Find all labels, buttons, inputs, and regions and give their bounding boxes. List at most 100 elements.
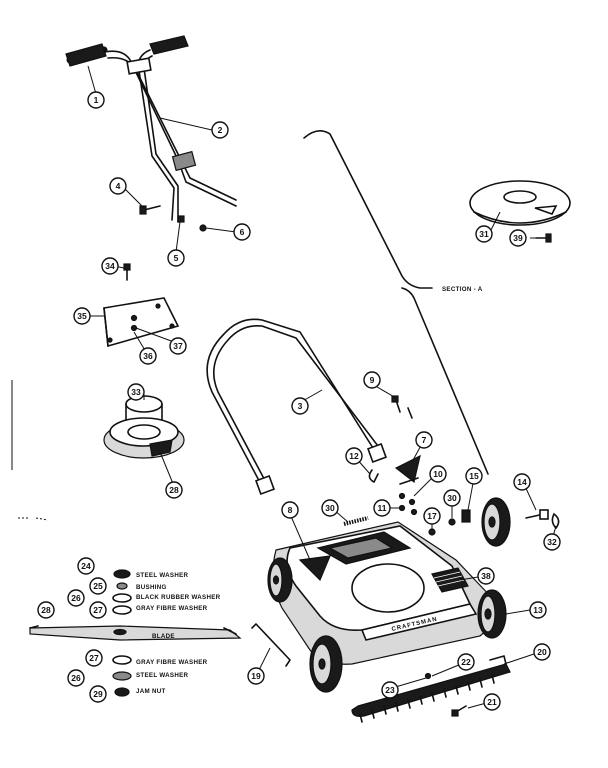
callout-30: 30 (321, 499, 339, 517)
callout-22: 22 (457, 653, 475, 671)
svg-text:34: 34 (105, 261, 115, 271)
callout-12: 12 (345, 447, 363, 465)
svg-text:13: 13 (533, 605, 543, 615)
callout-9: 9 (363, 371, 381, 389)
screw-21 (451, 705, 467, 717)
svg-text:1: 1 (94, 95, 99, 105)
axle-bolt-14 (525, 509, 549, 520)
label-gray-fibre-washer: GRAY FIBRE WASHER (136, 605, 208, 612)
svg-text:25: 25 (93, 581, 103, 591)
label-bushing: BUSHING (136, 584, 167, 591)
right-grip-rubber (149, 35, 189, 55)
callout-11: 11 (373, 499, 391, 517)
callout-26: 26 (67, 589, 85, 607)
callout-30b: 30 (443, 489, 461, 507)
deflector-disc (469, 180, 571, 226)
svg-text:30: 30 (447, 493, 457, 503)
scan-noise (18, 517, 49, 521)
handle-clamp-mid (171, 150, 197, 172)
svg-text:33: 33 (131, 387, 141, 397)
svg-text:27: 27 (89, 653, 99, 663)
svg-text:8: 8 (288, 505, 293, 515)
svg-text:19: 19 (251, 671, 261, 681)
callout-27b: 27 (85, 649, 103, 667)
svg-text:26: 26 (71, 593, 81, 603)
callout-26b: 26 (67, 669, 85, 687)
svg-text:39: 39 (513, 233, 523, 243)
callout-4: 4 (109, 177, 127, 195)
svg-text:23: 23 (385, 685, 395, 695)
svg-text:21: 21 (487, 697, 497, 707)
svg-text:7: 7 (422, 435, 427, 445)
switch-bracket (394, 454, 421, 485)
callout-19: 19 (247, 667, 265, 685)
callout-3: 3 (291, 397, 309, 415)
svg-text:9: 9 (370, 375, 375, 385)
svg-text:4: 4 (116, 181, 121, 191)
section-a-line-top (303, 130, 433, 289)
svg-text:17: 17 (427, 511, 437, 521)
callout-13: 13 (529, 601, 547, 619)
spacer-15 (461, 509, 471, 523)
label-jam-nut: JAM NUT (136, 688, 166, 695)
callout-7: 7 (415, 431, 433, 449)
svg-text:3: 3 (298, 401, 303, 411)
svg-text:35: 35 (77, 311, 87, 321)
bolt-4 (139, 205, 161, 215)
svg-text:22: 22 (461, 657, 471, 667)
washer-18 (448, 518, 456, 526)
svg-text:11: 11 (378, 503, 387, 513)
svg-text:10: 10 (433, 469, 443, 479)
svg-text:32: 32 (547, 537, 557, 547)
section-a-label: SECTION - A (442, 286, 483, 293)
svg-text:12: 12 (349, 451, 359, 461)
blade-assembly (29, 569, 242, 697)
callout-38: 38 (477, 567, 495, 585)
front-left-wheel (309, 635, 343, 693)
callout-34: 34 (101, 257, 119, 275)
screw-34 (123, 263, 131, 281)
callout-24: 24 (77, 557, 95, 575)
washer-10 (398, 492, 406, 500)
svg-text:30: 30 (325, 503, 335, 513)
callout-27: 27 (89, 601, 107, 619)
svg-text:14: 14 (517, 477, 527, 487)
motor-cover (351, 563, 425, 613)
rear-left-wheel (267, 557, 293, 603)
callout-33: 33 (127, 383, 145, 401)
separate-wheel (481, 497, 511, 547)
svg-text:27: 27 (93, 605, 103, 615)
left-grip-rubber (65, 43, 107, 67)
callout-28: 28 (37, 601, 55, 619)
callout-36: 36 (139, 347, 157, 365)
washer-6 (199, 224, 207, 232)
svg-text:20: 20 (537, 647, 547, 657)
svg-text:6: 6 (240, 227, 245, 237)
label-gray-fibre-washer-2: GRAY FIBRE WASHER (136, 659, 208, 666)
label-black-rubber-washer: BLACK RUBBER WASHER (136, 594, 221, 601)
motor-mount (103, 395, 185, 459)
svg-text:29: 29 (93, 689, 103, 699)
svg-text:15: 15 (469, 471, 479, 481)
callout-21: 21 (483, 693, 501, 711)
svg-text:28: 28 (169, 485, 179, 495)
lower-handle (206, 318, 387, 495)
comb-deflector (351, 655, 511, 723)
bolt-9 (391, 395, 413, 419)
callout-37: 37 (169, 337, 187, 355)
callout-31: 31 (475, 225, 493, 243)
label-steel-washer: STEEL WASHER (136, 572, 189, 579)
callout-20: 20 (533, 643, 551, 661)
callout-15: 15 (465, 467, 483, 485)
callout-32: 32 (543, 533, 561, 551)
callout-39: 39 (509, 229, 527, 247)
handle-clamp-top (126, 57, 152, 75)
callout-23: 23 (381, 681, 399, 699)
callout-25: 25 (89, 577, 107, 595)
svg-text:26: 26 (71, 673, 81, 683)
mower-deck: CRAFTSMAN (272, 521, 496, 665)
callout-35: 35 (73, 307, 91, 325)
section-a-line-bottom (401, 287, 489, 475)
